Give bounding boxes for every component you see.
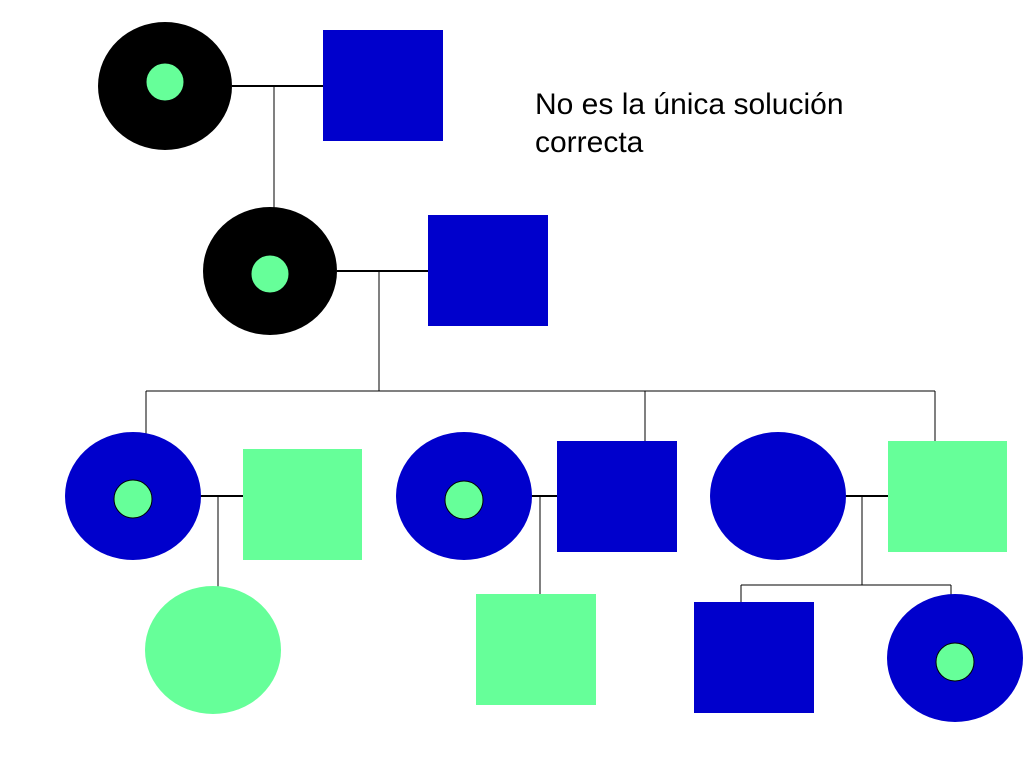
g3-female-1 [65,432,201,560]
carrier-dot [145,62,185,102]
g3-spouse-3-square-green [888,441,1007,552]
generation-4 [145,586,1023,722]
g3-female-3-circle-blue [710,432,846,560]
g3-female-2 [396,432,532,560]
note-line-2: correcta [535,126,644,159]
g1-female [98,22,232,150]
g4-male-2-square-green [476,594,596,705]
carrier-dot [250,254,290,294]
g2-male-square-blue [428,215,548,326]
generation-2 [203,207,548,335]
g1-male-square-blue [323,30,443,141]
carrier-dot [113,479,153,519]
g4-male-3-square-blue [694,602,814,713]
g4-female-3 [887,594,1023,722]
generation-1 [98,22,443,150]
carrier-dot [935,642,975,682]
carrier-dot [444,480,484,520]
solution-note: No es la única solución correcta [535,86,955,162]
note-line-1: No es la única solución [535,88,844,121]
g2-female [203,207,337,335]
g4-female-1-circle-green [145,586,281,714]
generation-3 [65,432,1007,560]
g3-spouse-1-square-green [243,449,362,560]
g3-spouse-2-square-blue [557,441,677,552]
